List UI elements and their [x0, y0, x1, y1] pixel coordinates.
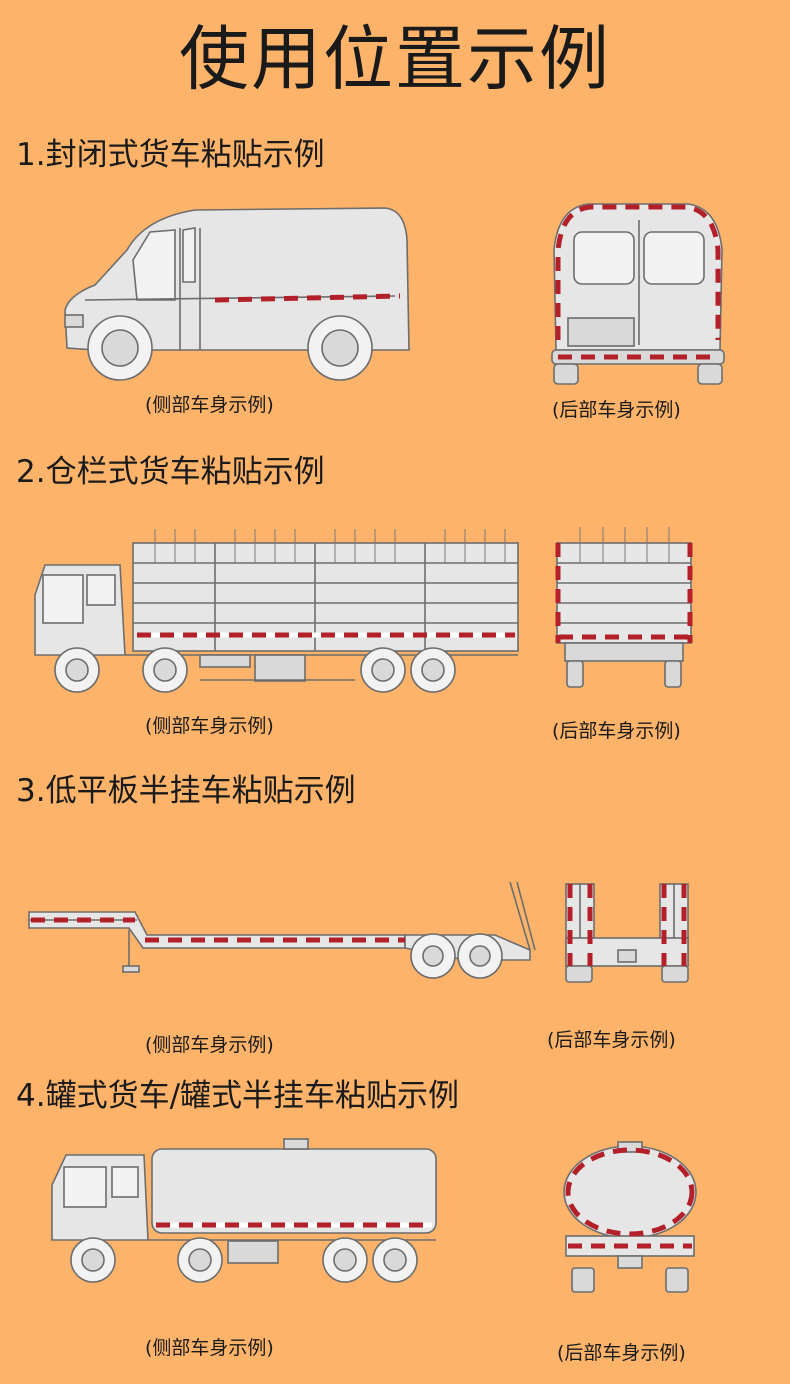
- caption-tanker-side: (侧部车身示例): [145, 1337, 274, 1359]
- caption-lowbed-trailer-rear: (后部车身示例): [547, 1029, 676, 1051]
- tanker-side-illustration: [51, 1138, 437, 1283]
- section-heading-stake-truck: 2.仓栏式货车粘贴示例: [16, 454, 325, 490]
- stake-truck-rear-illustration: [555, 527, 693, 688]
- stake-truck-side-illustration: [34, 529, 519, 693]
- tanker-rear-illustration: [563, 1141, 697, 1293]
- caption-stake-truck-rear: (后部车身示例): [552, 720, 681, 742]
- section-heading-lowbed-trailer: 3.低平板半挂车粘贴示例: [16, 773, 356, 809]
- caption-van-side: (侧部车身示例): [145, 394, 274, 416]
- van-side-illustration: [64, 207, 410, 381]
- section-heading-tanker: 4.罐式货车/罐式半挂车粘贴示例: [16, 1078, 460, 1114]
- lowbed-trailer-side-illustration: [28, 881, 536, 979]
- caption-tanker-rear: (后部车身示例): [557, 1342, 686, 1364]
- caption-van-rear: (后部车身示例): [552, 399, 681, 421]
- van-rear-illustration: [551, 203, 725, 385]
- lowbed-trailer-rear-illustration: [565, 883, 689, 983]
- caption-stake-truck-side: (侧部车身示例): [145, 715, 274, 737]
- section-heading-van: 1.封闭式货车粘贴示例: [16, 137, 325, 173]
- caption-lowbed-trailer-side: (侧部车身示例): [145, 1034, 274, 1056]
- page-title: 使用位置示例: [179, 18, 611, 100]
